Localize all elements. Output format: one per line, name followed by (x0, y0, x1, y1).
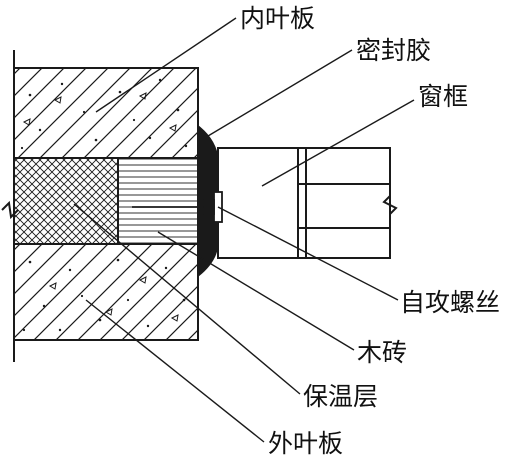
outer-leaf-aggregate (22, 258, 186, 332)
label-wood-brick: 木砖 (357, 338, 408, 367)
wall-break-marks (1, 50, 19, 362)
leader-outer-leaf (85, 299, 265, 443)
inner-leaf-panel (13, 67, 199, 159)
leader-wood-brick (157, 231, 355, 351)
label-sealant: 密封胶 (356, 36, 432, 65)
label-window-frame: 窗框 (418, 82, 469, 111)
leader-sealant (207, 49, 353, 137)
leader-screw (217, 206, 399, 301)
outer-leaf-panel (13, 243, 199, 341)
label-self-tapping-screw: 自攻螺丝 (400, 288, 501, 317)
insulation-layer (13, 157, 119, 245)
label-insulation-layer: 保温层 (303, 382, 379, 411)
label-inner-leaf: 内叶板 (240, 4, 316, 33)
label-outer-leaf: 外叶板 (268, 429, 344, 458)
leader-insulation (73, 203, 301, 395)
leader-inner-leaf (95, 17, 237, 113)
window-frame (217, 147, 398, 259)
leader-window-frame (261, 99, 415, 187)
leader-lines (73, 17, 415, 443)
wood-brick (117, 157, 199, 245)
inner-leaf-aggregate (20, 78, 188, 150)
